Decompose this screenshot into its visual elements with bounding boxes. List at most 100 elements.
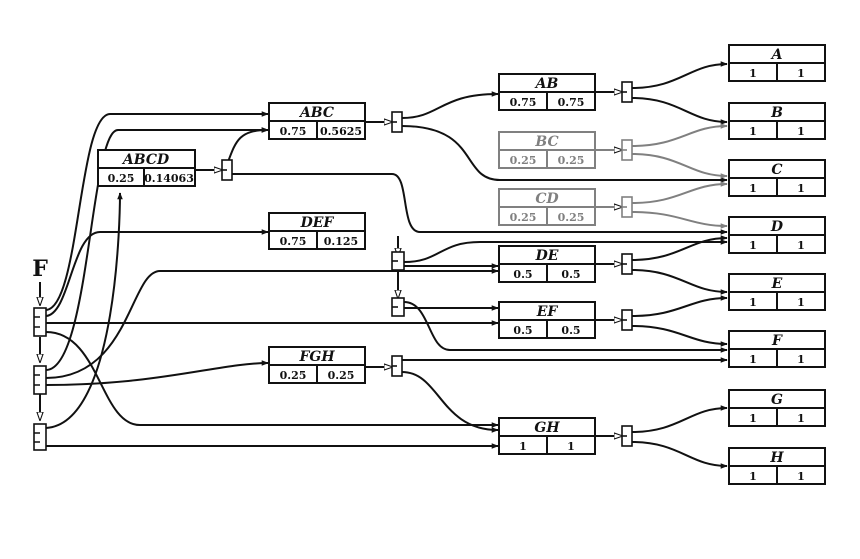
edge-f1-to-abc bbox=[45, 111, 269, 311]
edges bbox=[40, 61, 728, 469]
node-cd-v2: 0.25 bbox=[558, 211, 585, 224]
edge-f2-to-fgh bbox=[45, 360, 269, 386]
node-a-v2: 1 bbox=[797, 67, 805, 80]
node-ab: AB 0.75 0.75 bbox=[498, 73, 596, 111]
node-h-v2: 1 bbox=[797, 470, 805, 483]
node-bc: BC 0.25 0.25 bbox=[498, 131, 596, 169]
edge-jcd-to-c bbox=[631, 181, 728, 204]
node-ab-v2: 0.75 bbox=[558, 96, 585, 109]
node-g-v1: 1 bbox=[749, 412, 757, 425]
node-g: G 1 1 bbox=[728, 389, 826, 427]
node-b: B 1 1 bbox=[728, 102, 826, 140]
edge-jbc-to-c bbox=[631, 153, 728, 179]
edge-f3-to-abcd bbox=[45, 192, 123, 429]
node-def-v2: 0.125 bbox=[324, 235, 358, 248]
node-gh-v1: 1 bbox=[519, 440, 527, 453]
inactive-edges bbox=[595, 123, 728, 229]
node-a-title: A bbox=[770, 47, 783, 63]
node-ef: EF 0.5 0.5 bbox=[498, 301, 596, 339]
node-bc-title: BC bbox=[534, 134, 558, 150]
node-h-title: H bbox=[769, 450, 784, 466]
edge-jfgh-to-gh bbox=[401, 371, 499, 433]
junction-bc bbox=[621, 139, 633, 161]
node-c-v2: 1 bbox=[797, 182, 805, 195]
node-fgh: FGH 0.25 0.25 bbox=[268, 346, 366, 384]
edge-jab-to-a bbox=[631, 61, 728, 89]
node-e-title: E bbox=[771, 276, 783, 292]
edge-jdef2-to-f bbox=[403, 301, 728, 353]
node-g-title: G bbox=[771, 392, 783, 408]
node-g-v2: 1 bbox=[797, 412, 805, 425]
edge-jgh-to-h bbox=[631, 441, 728, 469]
node-d-v1: 1 bbox=[749, 239, 757, 252]
node-e: E 1 1 bbox=[728, 273, 826, 311]
nodes: ABCD 0.25 0.14063 ABC 0.75 0.5625 DEF 0.… bbox=[97, 44, 826, 485]
junction-abc bbox=[391, 111, 403, 133]
edge-jef-to-e bbox=[631, 295, 728, 317]
edge-jcd-to-d bbox=[631, 211, 728, 229]
node-def: DEF 0.75 0.125 bbox=[268, 212, 366, 250]
root-label: F bbox=[32, 256, 48, 282]
edge-jabcd-to-d bbox=[232, 173, 728, 235]
node-f-title: F bbox=[771, 333, 783, 349]
junction-cd bbox=[621, 196, 633, 218]
node-abc: ABC 0.75 0.5625 bbox=[268, 102, 366, 140]
junction-gh bbox=[621, 425, 633, 447]
node-abc-title: ABC bbox=[298, 105, 334, 121]
node-f-v1: 1 bbox=[749, 353, 757, 366]
node-d: D 1 1 bbox=[728, 216, 826, 254]
edge-f2-to-abc bbox=[45, 127, 269, 371]
edge-jef-to-f bbox=[631, 325, 728, 347]
junction-de bbox=[621, 253, 633, 275]
node-gh-v2: 1 bbox=[567, 440, 575, 453]
node-c: C 1 1 bbox=[728, 159, 826, 197]
node-e-v1: 1 bbox=[749, 296, 757, 309]
node-gh-title: GH bbox=[534, 420, 560, 436]
edge-jabc-to-c bbox=[401, 125, 728, 183]
node-ef-v1: 0.5 bbox=[513, 324, 532, 337]
node-def-title: DEF bbox=[300, 215, 335, 231]
edge-jbc-to-b bbox=[631, 123, 728, 147]
node-abc-v1: 0.75 bbox=[280, 125, 307, 138]
node-d-title: D bbox=[770, 219, 784, 235]
junctions bbox=[33, 81, 633, 451]
node-cd-v1: 0.25 bbox=[510, 211, 537, 224]
edge-jabc-to-ab bbox=[401, 91, 499, 119]
junction-f1 bbox=[33, 307, 47, 337]
node-ef-v2: 0.5 bbox=[561, 324, 580, 337]
node-fgh-v2: 0.25 bbox=[328, 369, 355, 382]
node-ab-v1: 0.75 bbox=[510, 96, 537, 109]
node-abc-v2: 0.5625 bbox=[320, 125, 362, 138]
junction-ef bbox=[621, 309, 633, 331]
junction-f2 bbox=[33, 365, 47, 395]
node-abcd: ABCD 0.25 0.14063 bbox=[97, 149, 196, 187]
node-abcd-v1: 0.25 bbox=[108, 172, 135, 185]
node-d-v2: 1 bbox=[797, 239, 805, 252]
node-de-title: DE bbox=[535, 248, 559, 264]
node-f-v2: 1 bbox=[797, 353, 805, 366]
node-b-v2: 1 bbox=[797, 125, 805, 138]
junction-abcd bbox=[221, 159, 233, 181]
node-ab-title: AB bbox=[534, 76, 559, 92]
node-e-v2: 1 bbox=[797, 296, 805, 309]
node-de-v2: 0.5 bbox=[561, 268, 580, 281]
node-abcd-v2: 0.14063 bbox=[144, 172, 194, 185]
junction-def2 bbox=[391, 297, 405, 317]
node-gh: GH 1 1 bbox=[498, 417, 596, 455]
edge-jabcd-to-abc bbox=[227, 127, 269, 163]
node-h-v1: 1 bbox=[749, 470, 757, 483]
junction-ab bbox=[621, 81, 633, 103]
junction-def bbox=[391, 251, 405, 271]
node-de: DE 0.5 0.5 bbox=[498, 245, 596, 283]
node-a-v1: 1 bbox=[749, 67, 757, 80]
node-ef-title: EF bbox=[536, 304, 559, 320]
node-bc-v1: 0.25 bbox=[510, 154, 537, 167]
junction-f3 bbox=[33, 423, 47, 451]
edge-jde-to-d bbox=[631, 235, 728, 261]
edge-jgh-to-g bbox=[631, 405, 728, 433]
node-f: F 1 1 bbox=[728, 330, 826, 368]
edge-jdef-to-d bbox=[403, 239, 728, 263]
edge-f2-to-gh-low bbox=[46, 391, 498, 436]
node-abcd-title: ABCD bbox=[121, 152, 170, 168]
node-c-title: C bbox=[771, 162, 782, 178]
